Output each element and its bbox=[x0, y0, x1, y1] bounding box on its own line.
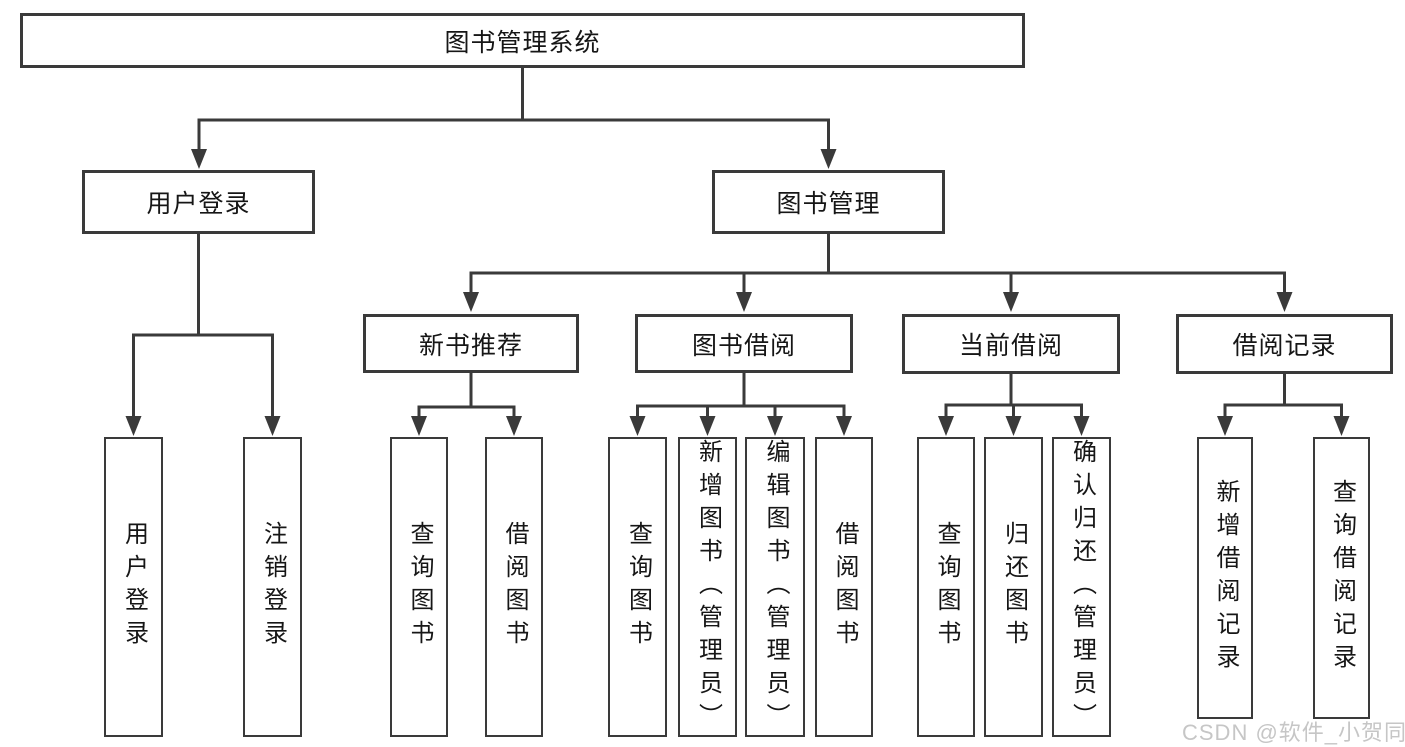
arrow-to-login bbox=[125, 416, 142, 436]
node-leaf-cb-return-book: 归还图书 bbox=[984, 437, 1043, 737]
node-leaf-bb-borrow-book: 借阅图书 bbox=[815, 437, 873, 737]
node-leaf-nbr-query-book: 查询图书 bbox=[390, 437, 448, 737]
node-leaf-bb-edit-book: 编辑图书（管理员） bbox=[745, 437, 805, 737]
arrow-to-book-borrow bbox=[736, 292, 752, 312]
connector-new-book-rec bbox=[417, 373, 516, 421]
arrow-to-logout bbox=[264, 416, 281, 436]
node-leaf-user-login: 用户登录 bbox=[104, 437, 163, 737]
arrowheads bbox=[125, 149, 1350, 436]
node-leaf-bb-query-book: 查询图书 bbox=[608, 437, 667, 737]
node-new-book-rec: 新书推荐 bbox=[363, 314, 579, 373]
csdn-watermark: CSDN @软件_小贺同学 bbox=[1182, 720, 1405, 745]
arrow-to-bb-borrow bbox=[836, 416, 852, 436]
arrow-to-bb-query bbox=[629, 416, 646, 436]
connector-user-login bbox=[132, 234, 274, 421]
connector-book-borrow bbox=[636, 373, 846, 421]
arrow-to-bb-edit bbox=[767, 416, 783, 436]
arrow-to-br-add bbox=[1217, 416, 1233, 436]
node-leaf-cb-query-book: 查询图书 bbox=[917, 437, 975, 737]
node-borrow-records: 借阅记录 bbox=[1176, 314, 1393, 374]
arrow-to-current-borrow bbox=[1003, 292, 1019, 312]
arrow-to-br-query bbox=[1333, 416, 1350, 436]
node-leaf-br-add-record: 新增借阅记录 bbox=[1197, 437, 1253, 719]
node-leaf-cb-confirm-return: 确认归还（管理员） bbox=[1052, 437, 1111, 737]
arrow-to-nbr-query bbox=[411, 416, 427, 436]
arrow-to-cb-query bbox=[938, 416, 954, 436]
arrow-to-user-login bbox=[191, 149, 207, 169]
connector-book-mgmt bbox=[469, 234, 1286, 297]
node-leaf-br-query-record: 查询借阅记录 bbox=[1313, 437, 1370, 719]
node-leaf-bb-add-book: 新增图书（管理员） bbox=[678, 437, 737, 737]
arrow-to-borrow-records bbox=[1276, 292, 1293, 312]
node-leaf-nbr-borrow-book: 借阅图书 bbox=[485, 437, 543, 737]
node-current-borrow: 当前借阅 bbox=[902, 314, 1120, 374]
node-book-borrow: 图书借阅 bbox=[635, 314, 853, 373]
node-book-mgmt: 图书管理 bbox=[712, 170, 945, 234]
node-leaf-logout: 注销登录 bbox=[243, 437, 302, 737]
arrow-to-nbr-borrow bbox=[506, 416, 522, 436]
node-root: 图书管理系统 bbox=[20, 13, 1025, 68]
arrow-to-bb-add bbox=[699, 416, 716, 436]
arrow-to-book-mgmt bbox=[820, 149, 837, 169]
connector-current-borrow bbox=[944, 374, 1083, 421]
connector-root bbox=[197, 68, 830, 154]
arrow-to-new-book-rec bbox=[463, 292, 479, 312]
arrow-to-cb-confirm bbox=[1073, 416, 1090, 436]
node-user-login: 用户登录 bbox=[82, 170, 315, 234]
arrow-to-cb-return bbox=[1005, 416, 1022, 436]
connector-borrow-records bbox=[1223, 374, 1343, 421]
